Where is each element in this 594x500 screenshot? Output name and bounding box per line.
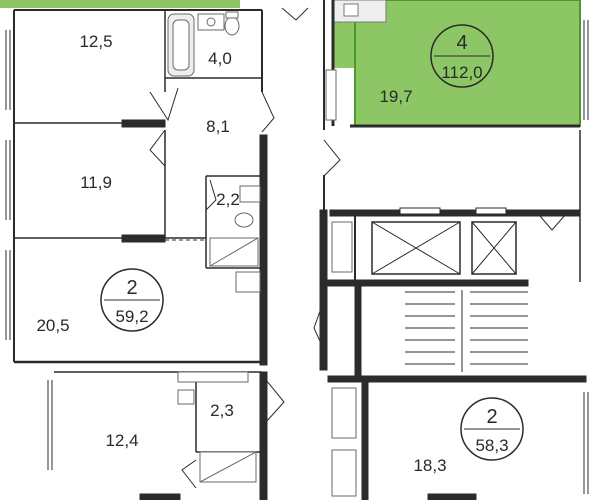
closet (331, 221, 353, 273)
elevator-2 (471, 221, 517, 275)
shower-diagonal (209, 237, 259, 267)
door-swing (313, 299, 325, 351)
door-swing (261, 91, 275, 133)
corridor-wall-right (319, 209, 328, 371)
door-swing (281, 7, 309, 21)
sink-icon (177, 389, 195, 405)
area-green-room: 19,7 (379, 87, 412, 106)
toilet-icon (234, 212, 254, 228)
bathtub-inner (172, 19, 190, 71)
corridor-wall-left (259, 134, 268, 366)
door-swing (149, 87, 179, 122)
area-left-top-room: 12,5 (79, 32, 112, 51)
br-wall-block (427, 493, 477, 500)
door-swing (149, 129, 166, 167)
elevator-1 (371, 221, 461, 275)
apt-left-rooms: 2 (126, 277, 137, 299)
core-wall-top (329, 209, 581, 217)
area-bath-bottom: 2,3 (210, 401, 234, 420)
staircase (405, 290, 528, 372)
door-swing (539, 213, 567, 231)
door-swing (205, 179, 217, 211)
apt-green-area: 112,0 (441, 63, 482, 82)
area-bottom-left-room: 12,4 (105, 431, 138, 450)
area-bath-top: 4,0 (208, 49, 232, 68)
apartment-badge-bottom-right[interactable]: 2 58,3 (460, 397, 524, 461)
door-swing (323, 139, 341, 177)
wall-block-2 (121, 234, 166, 243)
elevator-1-x2 (371, 221, 461, 275)
apartment-badge-green[interactable]: 4 112,0 (430, 24, 494, 88)
doors (149, 7, 567, 489)
area-bottom-right-room: 18,3 (413, 456, 446, 475)
elevator-2-x2 (471, 221, 517, 275)
closet (325, 69, 337, 121)
apt-green-rooms: 4 (456, 32, 467, 54)
green-sink-block (333, 0, 387, 23)
counter-top (177, 371, 249, 383)
sink-icon (239, 185, 261, 203)
green-strip-top-left (0, 0, 240, 8)
walls (5, 0, 589, 500)
door-swing (181, 459, 197, 489)
core-left-inner (354, 285, 362, 382)
br-apt-left-wall (361, 379, 369, 500)
area-wc-small: 2,2 (216, 190, 240, 209)
wall-block-1 (121, 119, 166, 128)
elevator-1-door (399, 207, 441, 215)
room-labels: 12,5 4,0 8,1 11,9 2,2 20,5 12,4 2,3 19,7… (36, 32, 446, 475)
corridor-wall-left-bottom (259, 371, 268, 500)
core-wall-mid (327, 279, 529, 287)
apt-bottom-right-area: 58,3 (475, 436, 508, 455)
shower-diagonal (199, 451, 257, 483)
green-apartment[interactable] (0, 0, 581, 128)
apt-left-area: 59,2 (115, 307, 148, 326)
apartment-badge-left[interactable]: 2 59,2 (100, 268, 164, 332)
toilet-tank (225, 11, 239, 19)
apt-bottom-right-rooms: 2 (486, 406, 497, 428)
door-swing (265, 379, 285, 423)
sink-icon (235, 271, 261, 293)
wall-block-bottom (139, 493, 181, 500)
closet (331, 387, 357, 439)
toilet-icon (224, 16, 240, 36)
area-left-middle-room: 11,9 (80, 173, 112, 192)
area-hall-mid: 8,1 (206, 117, 230, 136)
sink-bowl (206, 17, 216, 27)
elevator-core (371, 207, 517, 275)
sink-icon (343, 3, 359, 17)
area-left-living: 20,5 (36, 316, 69, 335)
closet (331, 449, 357, 497)
elevator-2-door (475, 207, 507, 215)
core-wall-bottom (327, 375, 587, 383)
fixtures (167, 11, 357, 497)
